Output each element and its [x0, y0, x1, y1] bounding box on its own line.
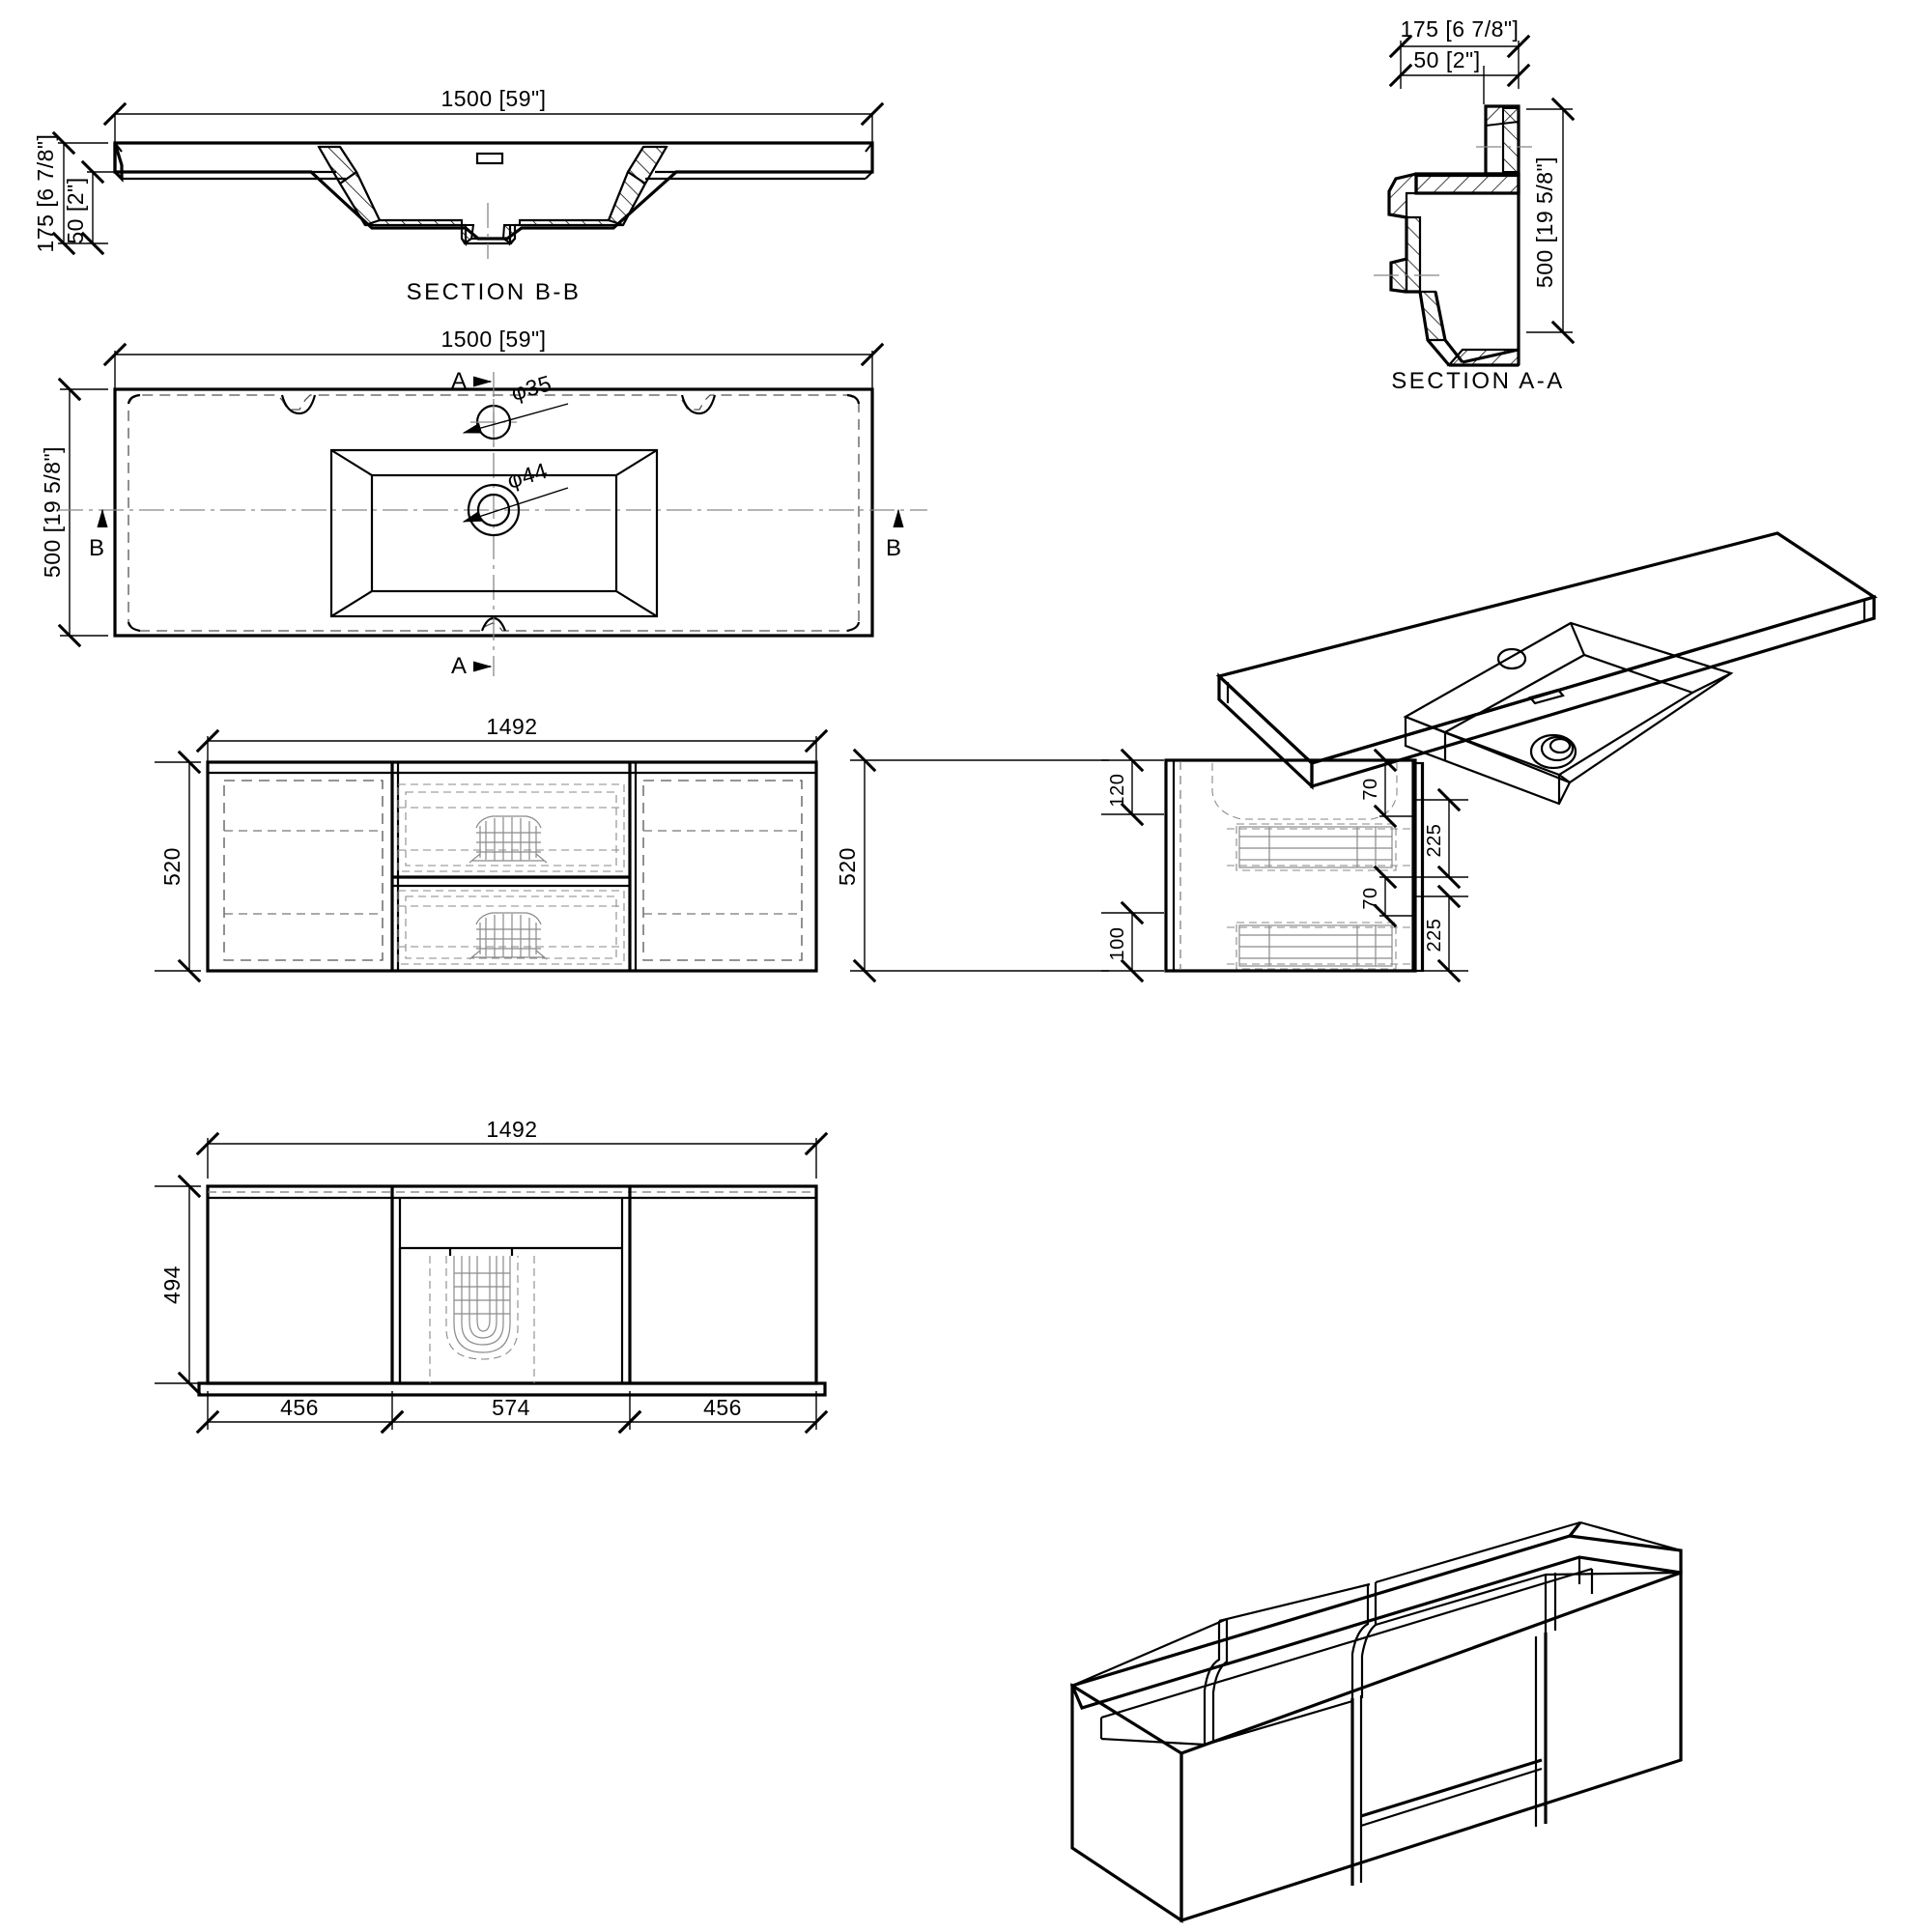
- dim-cab-side-225-upper-label: 225: [1424, 824, 1445, 858]
- marker-b-right: B: [886, 535, 901, 561]
- dim-cab-rear-height-label: 494: [159, 1265, 185, 1304]
- dim-cab-rear-height: 494: [155, 1174, 202, 1396]
- dim-cab-front-width: 1492: [195, 714, 829, 773]
- section-aa-title: SECTION A-A: [1391, 368, 1565, 394]
- dim-cab-front-height: 520: [155, 750, 202, 983]
- dim-aa-depth-rim-label: 50 [2"]: [1413, 47, 1480, 72]
- dim-plan-depth: 500 [19 5/8"]: [40, 377, 108, 648]
- dim-aa-height-label: 500 [19 5/8"]: [1532, 156, 1557, 288]
- dim-cab-side-height-label: 520: [835, 847, 860, 886]
- dim-cab-front-width-label: 1492: [486, 714, 537, 739]
- dim-aa-depth-rim: 50 [2"]: [1388, 47, 1531, 104]
- iso-drain: [1529, 733, 1577, 770]
- marker-a-bottom: A: [451, 653, 467, 679]
- dim-plan-width: 1500 [59"]: [102, 327, 885, 388]
- dim-cab-side-gap-upper: 70: [1360, 748, 1412, 829]
- dim-cab-side-height: 520: [835, 748, 1109, 983]
- plan-drain-hole: φ44: [462, 458, 569, 537]
- dim-plan-depth-label: 500 [19 5/8"]: [40, 446, 65, 578]
- dim-cab-side-225-lower-label: 225: [1424, 919, 1445, 952]
- dim-cab-side-70-lower-label: 70: [1360, 887, 1381, 909]
- dim-bay-left-label: 456: [280, 1395, 319, 1420]
- cab-side-drawer-lower: [1227, 922, 1412, 970]
- drawer-lower-ghost: [397, 890, 625, 965]
- dim-tap-hole-label: φ35: [508, 370, 554, 406]
- view-plan: 1500 [59"] 500 [19 5/8"]: [40, 327, 927, 679]
- dim-cab-side-top-offset: 120: [1101, 748, 1164, 827]
- dim-cab-rear-width: 1492: [195, 1117, 829, 1179]
- dim-bb-total-height-label: 175 [6 7/8"]: [33, 134, 58, 253]
- siphon-ghost: [398, 1246, 622, 1383]
- dim-cab-side-100-label: 100: [1107, 927, 1128, 961]
- bb-profile: [113, 141, 874, 259]
- section-bb-title: SECTION B-B: [407, 279, 582, 305]
- dim-plan-width-label: 1500 [59"]: [440, 327, 546, 352]
- dim-bb-rim-height-label: 50 [2"]: [63, 177, 88, 243]
- dim-aa-depth-total-label: 175 [6 7/8"]: [1401, 16, 1520, 42]
- view-cabinet-front: 1492 520: [155, 714, 829, 983]
- dim-cab-side-bottom-offset: 100: [1101, 900, 1164, 983]
- view-cabinet-rear: 1492 494: [155, 1117, 829, 1435]
- dim-cab-side-gap-lower: 70: [1360, 865, 1412, 928]
- marker-b-left: B: [89, 535, 104, 561]
- dim-cab-side-depth-lower: 225: [1416, 884, 1468, 983]
- dim-cab-side-70-upper-label: 70: [1360, 778, 1381, 800]
- plan-basin-opening: [329, 448, 659, 618]
- plan-section-markers: A A B B: [89, 368, 904, 679]
- view-section-bb: 1500 [59"]: [33, 86, 885, 305]
- dim-bb-width-label: 1500 [59"]: [440, 86, 546, 111]
- dim-cab-rear-bays: 456 574 456: [195, 1391, 829, 1435]
- dim-aa-depth-total: 175 [6 7/8"]: [1388, 16, 1531, 60]
- dim-bb-heights: 175 [6 7/8"] 50 [2"]: [33, 130, 114, 256]
- dim-bay-right-label: 456: [703, 1395, 742, 1420]
- cab-side-drawer-upper: [1227, 823, 1412, 871]
- dim-cab-side-120-label: 120: [1107, 774, 1128, 808]
- view-section-aa: 175 [6 7/8"] 50 [2"]: [1374, 16, 1576, 394]
- dim-cab-front-height-label: 520: [159, 847, 185, 886]
- view-iso-basin: [1215, 531, 1878, 806]
- dim-cab-rear-width-label: 1492: [486, 1117, 537, 1142]
- dim-aa-height: 500 [19 5/8"]: [1526, 97, 1576, 345]
- dim-drain-hole-label: φ44: [504, 458, 551, 494]
- dim-bay-center-label: 574: [492, 1395, 530, 1420]
- marker-a-top: A: [451, 368, 467, 394]
- aa-profile: [1374, 104, 1532, 367]
- dim-cab-side-depth-upper: 225: [1416, 787, 1468, 890]
- dim-bb-width: 1500 [59"]: [102, 86, 885, 155]
- drawer-upper-ghost: [397, 783, 625, 872]
- view-iso-cabinet: [1069, 1520, 1683, 1923]
- view-cabinet-side: 520 120 100: [835, 748, 1468, 983]
